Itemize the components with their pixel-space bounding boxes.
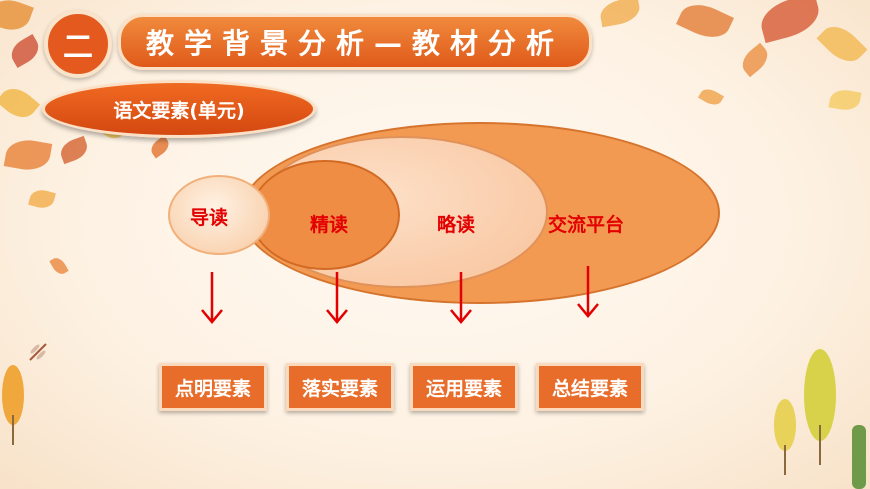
element-box-summarize: 总结要素 — [536, 363, 644, 411]
leaf-icon — [28, 187, 56, 211]
leaf-icon — [697, 85, 725, 109]
leaf-icon — [147, 135, 173, 159]
dragonfly-icon — [29, 343, 47, 361]
leaf-icon — [816, 18, 868, 70]
element-box-implement: 落实要素 — [286, 363, 394, 411]
leaf-icon — [49, 255, 69, 277]
down-arrow-icon — [450, 272, 472, 324]
exchange-platform-label: 交流平台 — [548, 214, 625, 236]
leaf-icon — [3, 136, 53, 174]
leaf-icon — [737, 42, 773, 78]
intensive-reading-label: 精读 — [310, 214, 349, 236]
leaf-icon — [676, 0, 734, 46]
tree-icon — [2, 365, 24, 445]
leaf-icon — [598, 0, 642, 28]
guided-reading-oval — [168, 175, 270, 255]
tree-icon — [804, 349, 836, 465]
leaf-icon — [0, 0, 34, 36]
page-title: 教学背景分析—教材分析 — [118, 14, 592, 70]
down-arrow-icon — [201, 272, 223, 324]
guided-reading-label: 导读 — [190, 207, 229, 229]
leaf-icon — [756, 0, 824, 44]
section-label: 语文要素(单元) — [42, 80, 316, 138]
section-number-badge: 二 — [44, 10, 112, 78]
down-arrow-icon — [326, 272, 348, 324]
skim-reading-label: 略读 — [437, 214, 476, 236]
leaf-icon — [0, 81, 41, 125]
leaf-icon — [828, 87, 862, 113]
tree-icon — [852, 425, 866, 489]
element-box-apply: 运用要素 — [410, 363, 518, 411]
leaf-icon — [6, 33, 44, 69]
down-arrow-icon — [577, 266, 599, 318]
leaf-icon — [57, 135, 91, 165]
element-box-clarify: 点明要素 — [159, 363, 267, 411]
tree-icon — [774, 399, 796, 475]
